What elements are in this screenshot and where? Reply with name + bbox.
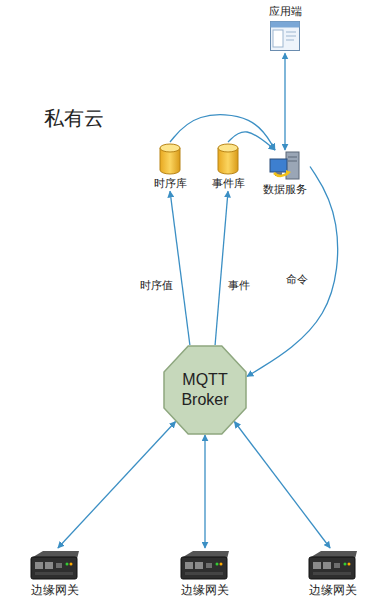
server-icon — [268, 151, 302, 181]
database-cylinder — [158, 143, 182, 175]
node-label: 时序库 — [154, 177, 187, 190]
database-cylinder — [216, 143, 240, 175]
node-label: 应用端 — [269, 5, 302, 18]
server-node: 数据服务 — [260, 150, 310, 197]
node-label: MQTT Broker — [173, 370, 237, 410]
node-label: 事件库 — [212, 177, 245, 190]
connector — [58, 422, 176, 549]
edge-label: 时序值 — [138, 278, 175, 293]
node-label: 数据服务 — [263, 183, 307, 196]
connector — [247, 167, 338, 377]
octagon-outline — [163, 345, 247, 435]
edge-label: 命令 — [284, 272, 310, 287]
database-node: 事件库 — [209, 142, 248, 191]
connector — [204, 435, 205, 548]
app-window-icon — [269, 20, 301, 52]
connector — [284, 53, 285, 150]
node-label: 边缘网关 — [31, 583, 79, 597]
node-label: 边缘网关 — [309, 583, 357, 597]
gateway-node: 边缘网关 — [176, 548, 234, 598]
gateway-device — [307, 549, 359, 581]
cloud-region: 时序库 事件库 数据服务 私有云 — [4, 62, 364, 222]
edge-label: 事件 — [226, 278, 252, 293]
node-label: 边缘网关 — [181, 583, 229, 597]
cloud-outline — [4, 62, 364, 222]
gateway-node: 边缘网关 — [304, 548, 362, 598]
gateway-device — [29, 549, 81, 581]
connector — [170, 191, 190, 345]
gateway-node: 边缘网关 — [26, 548, 84, 598]
broker-octagon: MQTT Broker — [163, 345, 247, 435]
connector — [234, 422, 330, 549]
gateway-device — [179, 549, 231, 581]
app-node: 应用端 — [266, 4, 305, 53]
database-node: 时序库 — [151, 142, 190, 191]
connector — [215, 191, 228, 345]
node-label: 私有云 — [44, 106, 364, 130]
